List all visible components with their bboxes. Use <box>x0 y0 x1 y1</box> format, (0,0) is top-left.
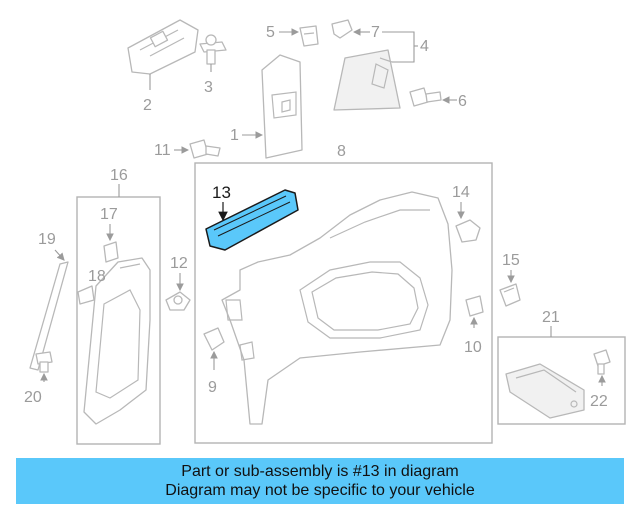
svg-text:16: 16 <box>110 167 128 184</box>
svg-text:10: 10 <box>464 339 482 356</box>
svg-text:3: 3 <box>204 79 213 96</box>
part-16-side-trim[interactable] <box>83 257 151 425</box>
banner-line-1: Part or sub-assembly is #13 in diagram <box>181 463 459 480</box>
part-22-clip[interactable] <box>593 349 611 375</box>
part-13-highlighted-cover[interactable] <box>205 189 299 251</box>
callout-1: 1 <box>230 127 264 144</box>
part-6-bolt[interactable] <box>409 87 442 107</box>
callout-8: 8 <box>337 143 346 160</box>
part-4-housing[interactable] <box>333 49 401 111</box>
callout-7: 7 <box>352 24 380 41</box>
callout-19: 19 <box>38 231 65 261</box>
svg-text:19: 19 <box>38 231 56 248</box>
part-1-pillar-trim[interactable] <box>261 54 303 159</box>
callout-22: 22 <box>590 374 608 410</box>
group-box-21 <box>497 336 626 425</box>
svg-text:4: 4 <box>420 38 429 55</box>
svg-text:18: 18 <box>88 268 106 285</box>
callout-4: 4 <box>382 31 429 63</box>
svg-text:7: 7 <box>371 24 380 41</box>
svg-text:12: 12 <box>170 255 188 272</box>
banner-line-2: Diagram may not be specific to your vehi… <box>165 482 475 499</box>
callout-3: 3 <box>204 64 213 96</box>
parts-diagram: 2 3 1 5 7 <box>24 19 626 445</box>
callout-12: 12 <box>170 255 188 292</box>
svg-text:5: 5 <box>266 24 275 41</box>
part-8-quarter-trim[interactable] <box>221 191 453 425</box>
callout-17: 17 <box>100 206 118 242</box>
part-2-bracket[interactable] <box>127 19 199 75</box>
part-20-clip[interactable] <box>35 351 53 373</box>
svg-text:8: 8 <box>337 143 346 160</box>
part-15-bracket[interactable] <box>499 283 521 307</box>
svg-text:17: 17 <box>100 206 118 223</box>
part-7-clip[interactable] <box>331 19 353 39</box>
part-12-clip[interactable] <box>165 291 191 311</box>
svg-text:13: 13 <box>212 183 231 202</box>
callout-13: 13 <box>212 183 231 222</box>
callout-11: 11 <box>154 142 190 159</box>
part-18-clip[interactable] <box>77 285 95 305</box>
svg-text:14: 14 <box>452 184 470 201</box>
part-17-clip[interactable] <box>103 241 119 263</box>
part-14-grommet[interactable] <box>455 219 481 243</box>
part-21-lamp[interactable] <box>505 363 585 419</box>
group-box-8 <box>194 162 493 444</box>
part-3-clip[interactable] <box>199 34 227 65</box>
callout-21: 21 <box>542 309 560 337</box>
part-10-clip[interactable] <box>465 295 484 317</box>
callout-18: 18 <box>88 268 106 285</box>
part-11-bolt[interactable] <box>189 139 221 159</box>
svg-text:15: 15 <box>502 252 520 269</box>
svg-text:6: 6 <box>458 93 467 110</box>
svg-text:9: 9 <box>208 379 217 396</box>
callout-15: 15 <box>502 252 520 284</box>
svg-text:1: 1 <box>230 127 239 144</box>
part-9-clip[interactable] <box>203 327 225 351</box>
part-5-clip[interactable] <box>299 25 319 47</box>
callout-2: 2 <box>143 74 152 114</box>
svg-text:22: 22 <box>590 393 608 410</box>
callout-5: 5 <box>266 24 300 41</box>
callout-20: 20 <box>24 372 48 406</box>
callout-16: 16 <box>110 167 128 197</box>
svg-text:21: 21 <box>542 309 560 326</box>
svg-text:2: 2 <box>143 97 152 114</box>
info-banner: Part or sub-assembly is #13 in diagram D… <box>16 458 624 504</box>
part-19-strip[interactable] <box>29 261 69 371</box>
callout-10: 10 <box>464 316 482 356</box>
callout-14: 14 <box>452 184 470 220</box>
svg-text:20: 20 <box>24 389 42 406</box>
callout-6: 6 <box>441 93 467 110</box>
svg-text:11: 11 <box>154 142 171 159</box>
callout-9: 9 <box>208 350 218 396</box>
